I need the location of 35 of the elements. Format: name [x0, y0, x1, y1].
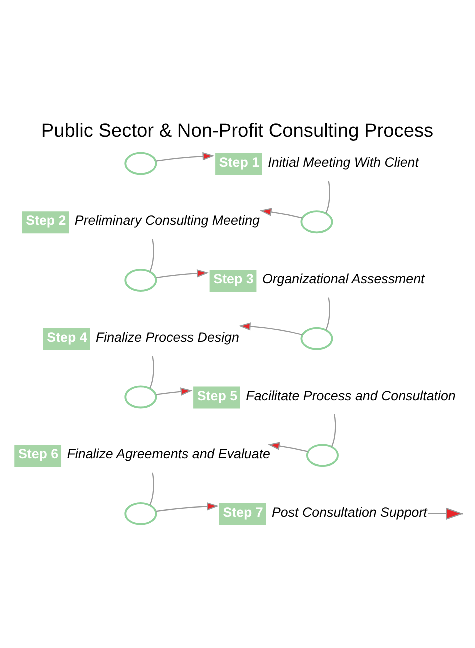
node-label: Facilitate Process and Consultation — [246, 388, 456, 403]
arrow — [156, 268, 210, 278]
connector — [331, 414, 336, 447]
connector — [150, 472, 154, 506]
node-box: Step 3 — [210, 269, 257, 292]
node-footprints — [124, 502, 158, 525]
arrow — [238, 322, 303, 336]
diagram-title: Public Sector & Non-Profit Consulting Process — [41, 120, 434, 142]
node-footprints — [300, 210, 334, 234]
connector — [150, 238, 154, 272]
connector — [326, 180, 330, 214]
node-box: Step 6 — [14, 444, 62, 467]
node-box: Step 5 — [194, 386, 240, 408]
arrow — [156, 502, 220, 512]
node-label: Initial Meeting With Client — [268, 154, 419, 170]
node-box: Step 4 — [43, 328, 90, 350]
arrow — [268, 442, 308, 452]
node-footprints — [300, 326, 334, 350]
node-label: Post Consultation Support — [272, 504, 428, 520]
node-box: Step 1 — [216, 152, 262, 175]
connector — [150, 356, 154, 388]
node-footprints — [306, 444, 339, 467]
node-footprints — [124, 385, 158, 408]
node-footprints — [124, 152, 158, 175]
node-label: Organizational Assessment — [262, 271, 425, 286]
node-label: Preliminary Consulting Meeting — [74, 212, 260, 228]
node-box: Step 2 — [22, 211, 70, 234]
arrow — [156, 152, 215, 162]
arrow — [260, 208, 303, 218]
node-box: Step 7 — [219, 502, 266, 525]
node-label: Finalize Agreements and Evaluate — [67, 446, 270, 462]
arrow — [156, 387, 193, 396]
node-label: Finalize Process Design — [96, 329, 240, 344]
connector — [326, 297, 330, 330]
node-footprints — [124, 268, 158, 292]
